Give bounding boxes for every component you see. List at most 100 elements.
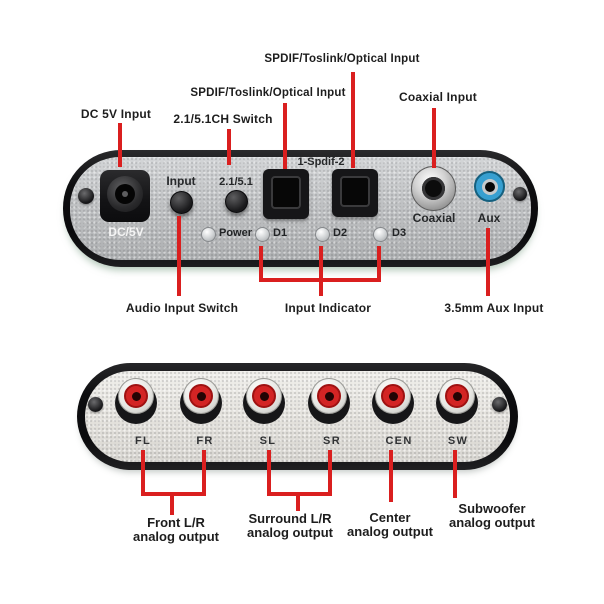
label-front-output: Front L/R analog output: [133, 516, 219, 544]
channel-switch-button: [225, 190, 248, 213]
label-subwoofer-output-line2: analog output: [449, 515, 535, 530]
dc-jack-pin: [122, 191, 128, 197]
callout-line-d1: [259, 246, 263, 282]
callout-line-aux-input: [486, 228, 490, 296]
rca-red: [189, 384, 213, 408]
coaxial-port-label: Coaxial: [412, 211, 456, 225]
jack-label-cen: CEN: [385, 435, 413, 447]
rca-red: [124, 384, 148, 408]
d1-led-label: D1: [273, 227, 288, 239]
screw-icon: [492, 397, 507, 412]
rca-red: [381, 384, 405, 408]
jack-label-sl: SL: [259, 435, 277, 447]
callout-line-audio-input-switch: [177, 216, 181, 296]
output-panel-face: [85, 371, 510, 462]
rca-jack-fl: [114, 378, 158, 424]
callout-line-d2: [319, 246, 323, 282]
jack-label-sw: SW: [447, 435, 469, 447]
screw-icon: [88, 397, 103, 412]
toslink-port-1-inner: [271, 176, 301, 209]
rca-hole: [259, 391, 269, 401]
rca-hole: [196, 391, 206, 401]
rca-jack-sr: [307, 378, 351, 424]
callout-line-cen: [389, 450, 393, 502]
label-surround-output: Surround L/R analog output: [247, 512, 333, 540]
rca-jack-sl: [242, 378, 286, 424]
rca-ring: [118, 378, 154, 414]
jack-label-fl: FL: [134, 435, 152, 447]
rca-jack-fr: [179, 378, 223, 424]
aux-jack-hole: [484, 181, 495, 192]
rca-hole: [131, 391, 141, 401]
label-subwoofer-output-line1: Subwoofer: [458, 501, 526, 516]
label-dc-5v-input: DC 5V Input: [80, 107, 152, 121]
rca-jack-cen: [371, 378, 415, 424]
label-center-output-line1: Center: [369, 510, 411, 525]
label-audio-input-switch: Audio Input Switch: [125, 301, 239, 315]
callout-line-sr: [328, 450, 332, 494]
toslink-port-2: [332, 169, 378, 217]
bracket-stem-front: [170, 494, 174, 515]
d1-led: [255, 227, 270, 242]
callout-line-fr: [202, 450, 206, 494]
spdif-ports-label: 1-Spdif-2: [297, 156, 345, 168]
power-led: [201, 227, 216, 242]
rca-ring: [439, 378, 475, 414]
screw-icon: [78, 188, 94, 204]
rca-hole: [324, 391, 334, 401]
label-center-output: Center analog output: [347, 511, 433, 539]
callout-line-sw: [453, 450, 457, 498]
callout-line-spdif-mid: [283, 103, 287, 169]
aux-jack-ring: [481, 178, 498, 195]
bracket-stem-surround: [296, 494, 300, 511]
rca-ring: [246, 378, 282, 414]
aux-jack: [474, 171, 505, 202]
d2-led-label: D2: [333, 227, 348, 239]
rca-red: [252, 384, 276, 408]
power-led-label: Power: [219, 227, 253, 239]
label-surround-output-line2: analog output: [247, 525, 333, 540]
callout-line-dc: [118, 123, 122, 167]
rca-jack-sw: [435, 378, 479, 424]
label-front-output-line1: Front L/R: [147, 515, 205, 530]
channel-switch-label: 2.1/5.1: [219, 176, 253, 188]
label-aux-input: 3.5mm Aux Input: [444, 301, 544, 315]
input-switch-label: Input: [166, 174, 196, 188]
label-ch-switch: 2.1/5.1CH Switch: [173, 112, 273, 126]
screw-icon: [513, 187, 527, 201]
d2-led: [315, 227, 330, 242]
rca-hole: [452, 391, 462, 401]
rca-red: [317, 384, 341, 408]
label-subwoofer-output: Subwoofer analog output: [449, 502, 535, 530]
label-spdif-optical-input-top: SPDIF/Toslink/Optical Input: [264, 53, 420, 65]
rca-ring: [375, 378, 411, 414]
callout-line-fl: [141, 450, 145, 494]
callout-line-ch-switch: [227, 129, 231, 165]
rca-hole: [388, 391, 398, 401]
aux-port-label: Aux: [477, 211, 501, 225]
label-coaxial-input: Coaxial Input: [399, 90, 477, 104]
rca-ring: [311, 378, 347, 414]
coaxial-jack-hole: [422, 177, 445, 200]
bracket-stem-input-indicator: [319, 280, 323, 296]
label-input-indicator: Input Indicator: [284, 301, 372, 315]
label-center-output-line2: analog output: [347, 524, 433, 539]
toslink-port-2-inner: [340, 176, 370, 207]
jack-label-sr: SR: [323, 435, 341, 447]
label-surround-output-line1: Surround L/R: [248, 511, 332, 526]
dc-port-label: DC/5V: [108, 225, 144, 239]
jack-label-fr: FR: [196, 435, 214, 447]
dc-jack-hole: [115, 184, 135, 204]
coaxial-jack: [411, 166, 456, 211]
callout-line-coaxial: [432, 108, 436, 168]
d3-led-label: D3: [392, 227, 407, 239]
rca-ring: [183, 378, 219, 414]
callout-line-spdif-top: [351, 72, 355, 168]
callout-line-sl: [267, 450, 271, 494]
dc-power-barrel: [107, 176, 143, 212]
d3-led: [373, 227, 388, 242]
toslink-port-1: [263, 169, 309, 219]
input-select-button: [170, 191, 193, 214]
rca-red: [445, 384, 469, 408]
